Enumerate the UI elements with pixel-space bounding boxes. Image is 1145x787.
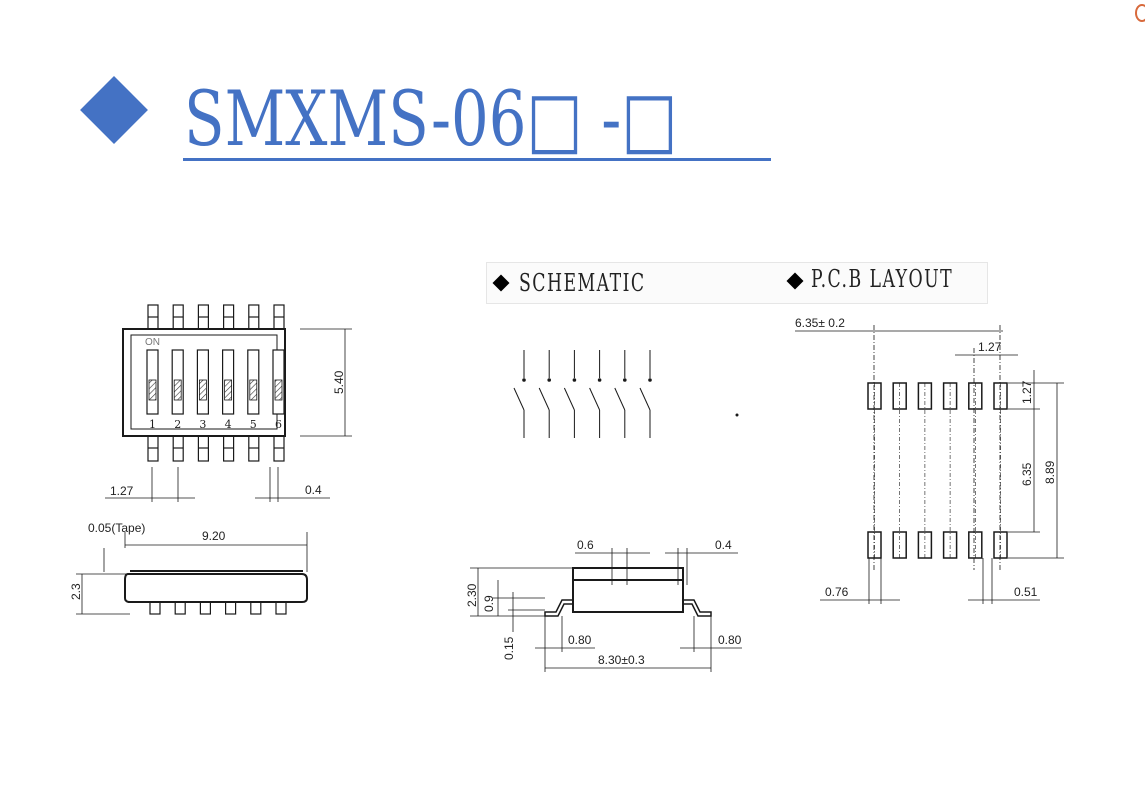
on-label: ON	[145, 337, 160, 348]
side-leg	[225, 601, 237, 615]
schematic-lever	[538, 387, 550, 411]
schematic-contact	[623, 378, 627, 382]
top-view: ON 1 2 3 4 5 6 5.40 1.27 0.4	[105, 304, 352, 502]
schematic-contact	[522, 378, 526, 382]
pcb-pads	[867, 382, 1008, 559]
side-legs	[149, 601, 287, 615]
side-leg	[250, 601, 262, 615]
dim-pad-width: 0.76	[825, 585, 849, 599]
actuators	[146, 349, 285, 415]
top-pins	[147, 304, 285, 330]
dim-pcb-span: 6.35± 0.2	[795, 316, 845, 330]
schematic-lever	[563, 387, 575, 411]
schematic-lever	[589, 387, 601, 411]
actuator-knob	[249, 379, 258, 401]
schematic-contact	[597, 378, 602, 382]
switch-number: 2	[174, 418, 181, 431]
dim-pad-len: 1.27	[1020, 380, 1034, 404]
title-block: SMXMS-06□ -□	[80, 74, 778, 168]
side-body	[124, 573, 308, 603]
actuator-knob	[173, 379, 182, 401]
dim-pitch: 1.27	[110, 484, 134, 498]
schematic-contact	[547, 378, 551, 382]
switch-number: 5	[250, 418, 257, 431]
dim-tape: 0.05(Tape)	[88, 521, 145, 535]
actuator-knob	[148, 379, 157, 401]
schematic-lever	[639, 387, 651, 411]
schematic-contact	[572, 378, 577, 382]
dim-row-gap: 6.35	[1020, 462, 1034, 486]
side-view: 9.20 0.05(Tape) 2.3	[69, 521, 308, 615]
dim-height: 5.40	[332, 370, 346, 394]
profile-body	[572, 580, 684, 613]
page-title: SMXMS-06□ -□	[184, 74, 678, 163]
pcb-layout-heading: P.C.B LAYOUT	[811, 265, 954, 293]
dim-total: 8.89	[1043, 460, 1057, 484]
side-leg	[275, 601, 287, 615]
schematic-lever	[513, 387, 525, 411]
dim-profile-height: 2.30	[465, 583, 479, 607]
pcb-layout: 6.35± 0.2 1.27 1.27 6.35 8.89 0.76 0.51	[795, 316, 1064, 604]
dim-top-b: 0.4	[715, 538, 732, 552]
switch-number: 3	[199, 418, 206, 431]
profile-cap	[572, 567, 684, 581]
section-header-bar: SCHEMATIC P.C.B LAYOUT	[486, 262, 988, 304]
schematic-lever	[614, 387, 626, 411]
side-leg	[149, 601, 161, 615]
schematic-heading: SCHEMATIC	[519, 269, 646, 297]
dim-left-pad: 0.80	[568, 633, 592, 647]
dim-pin-width: 0.4	[305, 483, 322, 497]
schematic-contact	[648, 378, 652, 382]
schematic	[513, 350, 739, 438]
profile-view: 0.6 0.4 2.30 0.9 0.15 0.80 0.80 8.30±0.3	[465, 538, 742, 672]
dim-side-height: 2.3	[69, 583, 83, 600]
bottom-pins	[147, 435, 285, 462]
dim-body: 0.9	[482, 595, 496, 612]
dim-span: 8.30±0.3	[598, 653, 645, 667]
dim-length: 9.20	[202, 529, 226, 543]
side-leg	[174, 601, 186, 615]
schematic-switches	[513, 350, 652, 438]
switch-numbers: 1 2 3 4 5 6	[149, 418, 282, 431]
switch-number: 4	[225, 418, 232, 431]
corner-mark	[1135, 4, 1145, 22]
actuator-knob	[274, 379, 283, 401]
title-underline	[183, 158, 771, 161]
side-leg	[199, 601, 211, 615]
switch-number: 1	[149, 418, 156, 431]
dim-pad-gap: 0.51	[1014, 585, 1038, 599]
dim-top-a: 0.6	[577, 538, 594, 552]
actuator-knob	[198, 379, 207, 401]
switch-number: 6	[275, 418, 282, 431]
actuator-knob	[224, 379, 233, 401]
dim-pcb-pitch: 1.27	[978, 340, 1002, 354]
dim-foot: 0.15	[502, 636, 516, 660]
switch-body-outer	[122, 328, 286, 437]
dim-right-pad: 0.80	[718, 633, 742, 647]
